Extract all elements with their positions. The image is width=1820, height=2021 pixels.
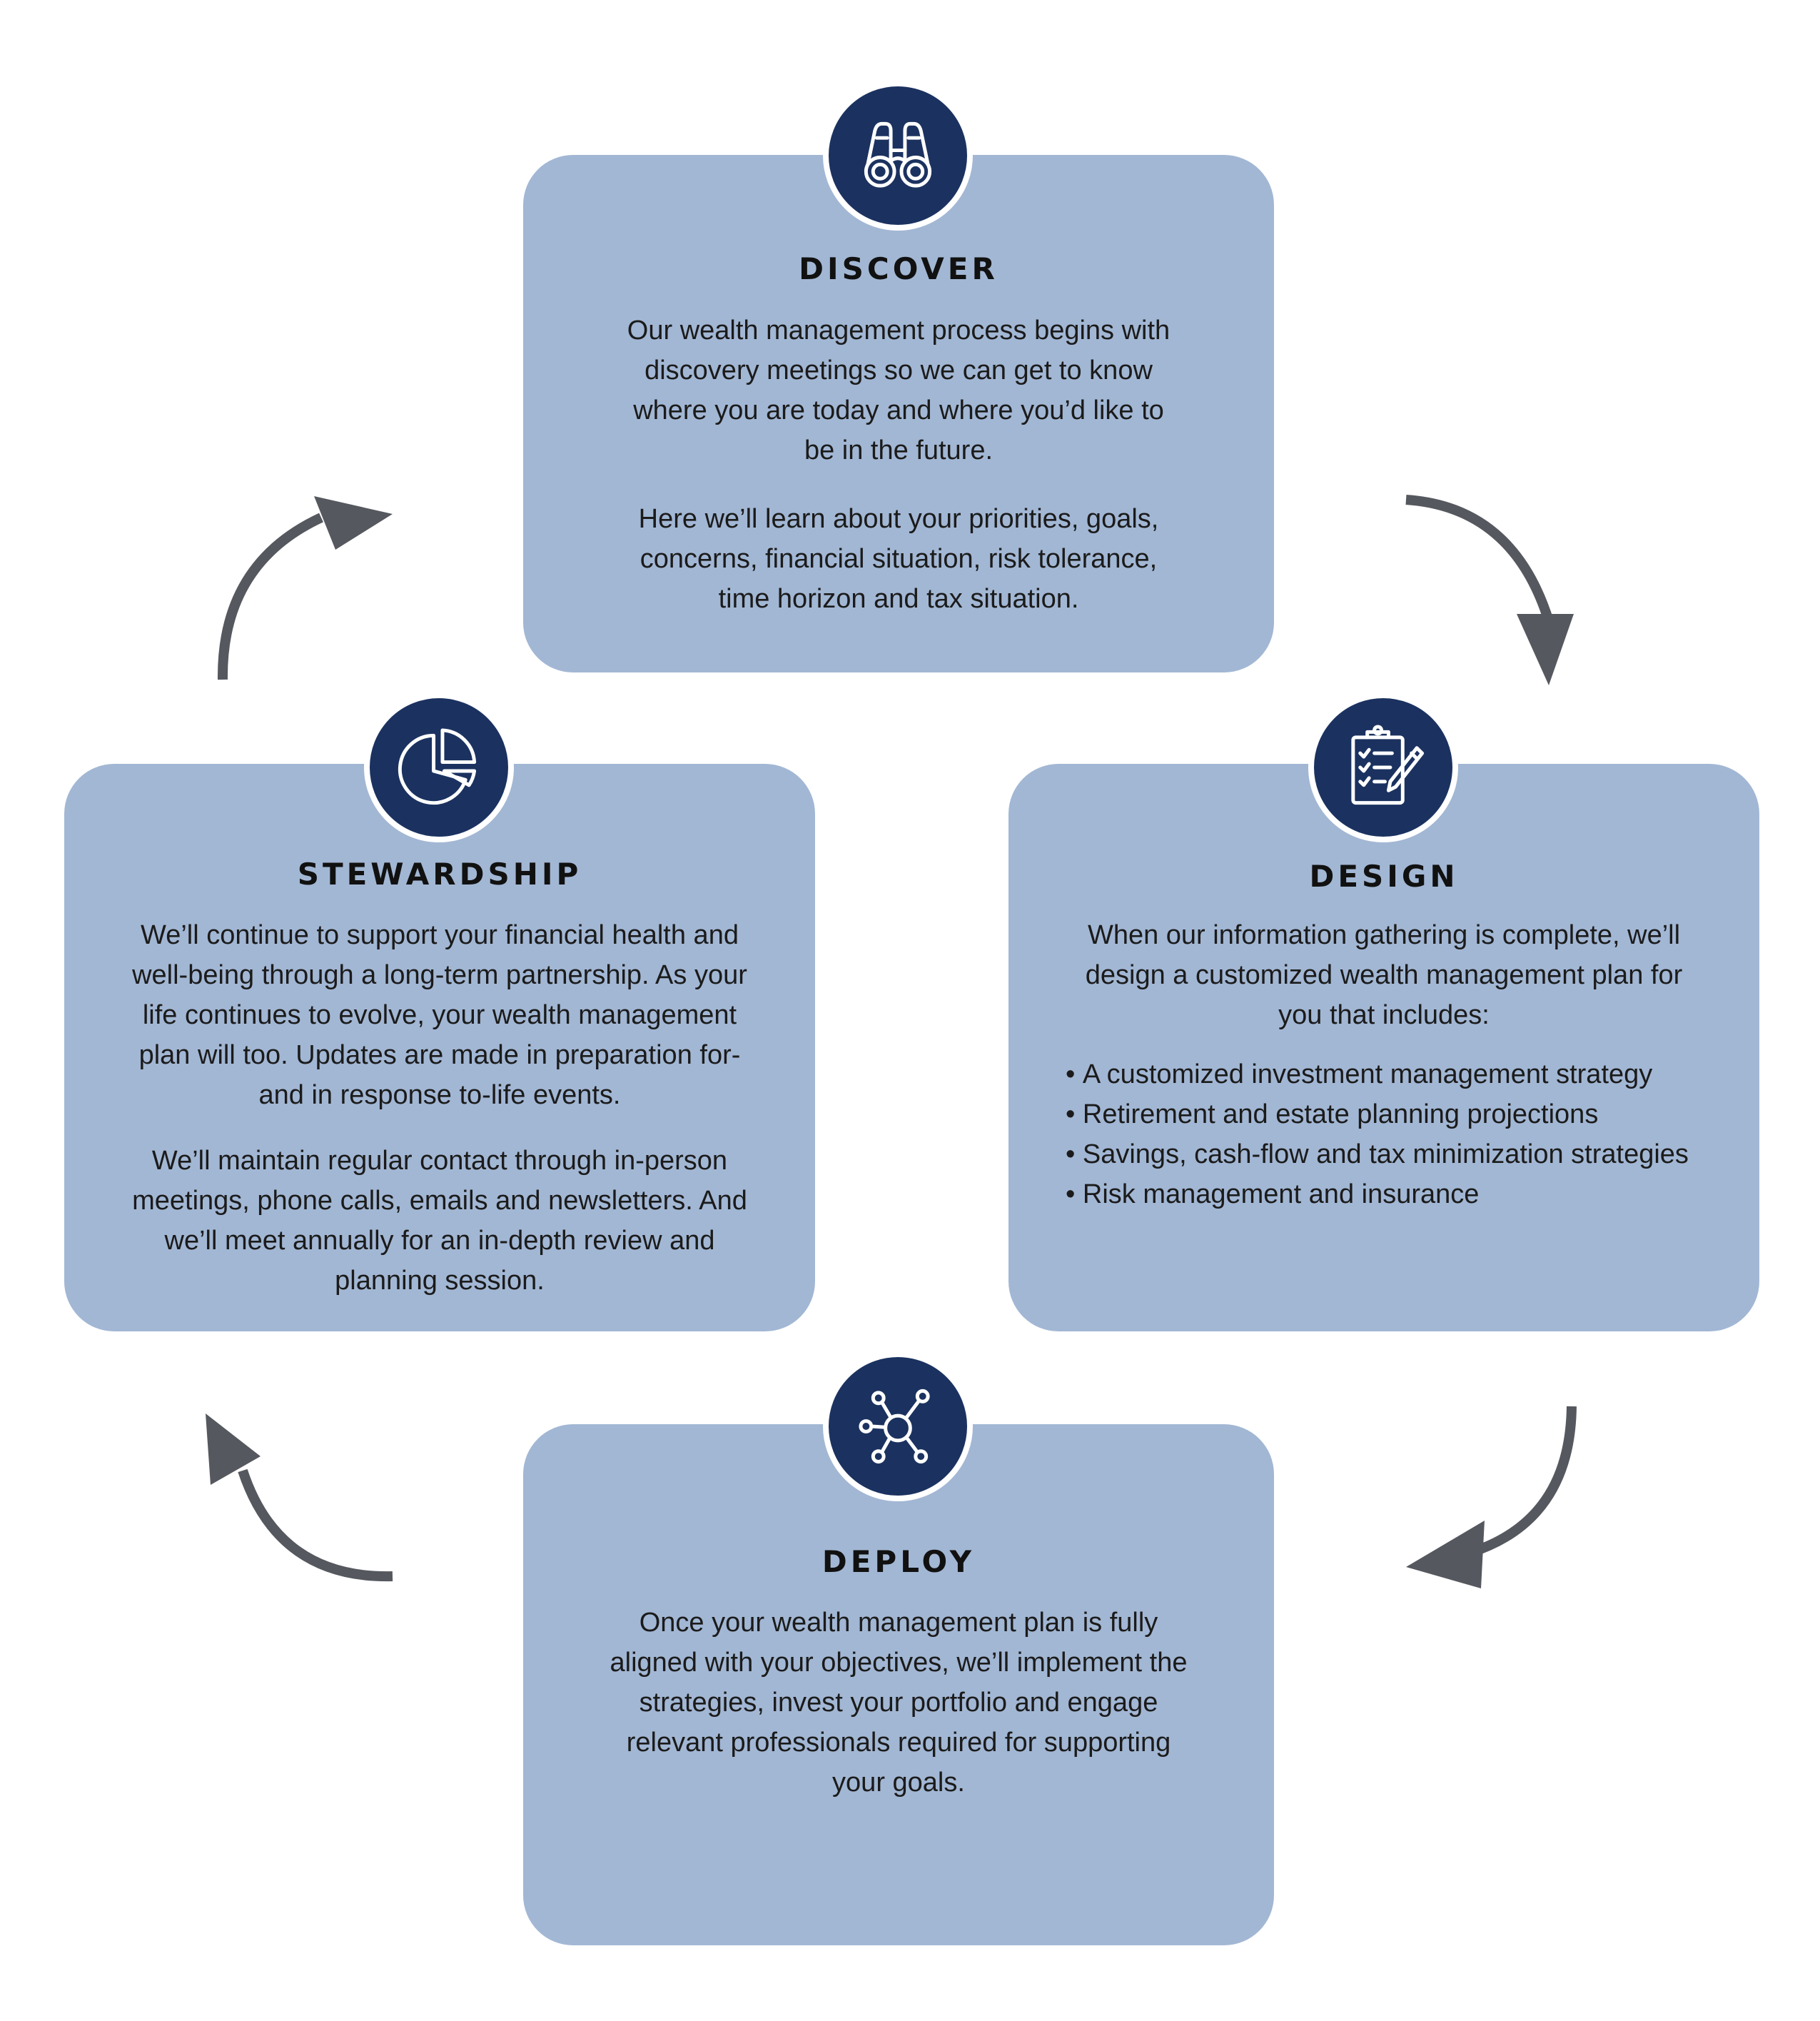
design-card: DESIGN When our information gathering is… [1008, 764, 1759, 1331]
stewardship-paragraph-1: We’ll continue to support your financial… [132, 920, 747, 1110]
stewardship-paragraph-2: We’ll maintain regular contact through i… [132, 1146, 747, 1296]
discover-title: DISCOVER [799, 251, 999, 286]
stewardship-card: STEWARDSHIP We’ll continue to support yo… [64, 764, 815, 1331]
arrow-stewardship-to-discover [217, 496, 393, 680]
design-title: DESIGN [1309, 859, 1459, 894]
design-badge [1308, 692, 1458, 842]
deploy-card: DEPLOY Once your wealth management plan … [523, 1424, 1274, 1945]
arrow-discover-to-design [1405, 495, 1574, 685]
stewardship-title: STEWARDSHIP [297, 857, 582, 892]
list-item: Risk management and insurance [1066, 1174, 1751, 1214]
stewardship-badge [364, 692, 514, 842]
list-item: Retirement and estate planning projectio… [1066, 1094, 1751, 1134]
design-bullet-list: A customized investment management strat… [1066, 1054, 1751, 1214]
pie-chart-icon [398, 728, 477, 805]
discover-paragraph-2: Here we’ll learn about your priorities, … [638, 504, 1159, 614]
deploy-badge [823, 1351, 973, 1501]
binoculars-icon [864, 121, 932, 188]
arrow-design-to-deploy [1406, 1406, 1577, 1588]
list-item: A customized investment management strat… [1066, 1054, 1751, 1094]
discover-card: DISCOVER Our wealth management process b… [523, 155, 1274, 672]
discover-paragraph-1: Our wealth management process begins wit… [627, 316, 1171, 465]
design-paragraph-1: When our information gathering is comple… [1085, 920, 1683, 1030]
network-hub-icon [859, 1389, 930, 1464]
list-item: Savings, cash-flow and tax minimization … [1066, 1134, 1751, 1174]
clipboard-checklist-icon [1351, 725, 1425, 805]
deploy-paragraph-1: Once your wealth management plan is full… [610, 1608, 1188, 1798]
arrow-deploy-to-stewardship [206, 1413, 393, 1582]
deploy-title: DEPLOY [821, 1544, 976, 1579]
discover-badge [823, 81, 973, 231]
